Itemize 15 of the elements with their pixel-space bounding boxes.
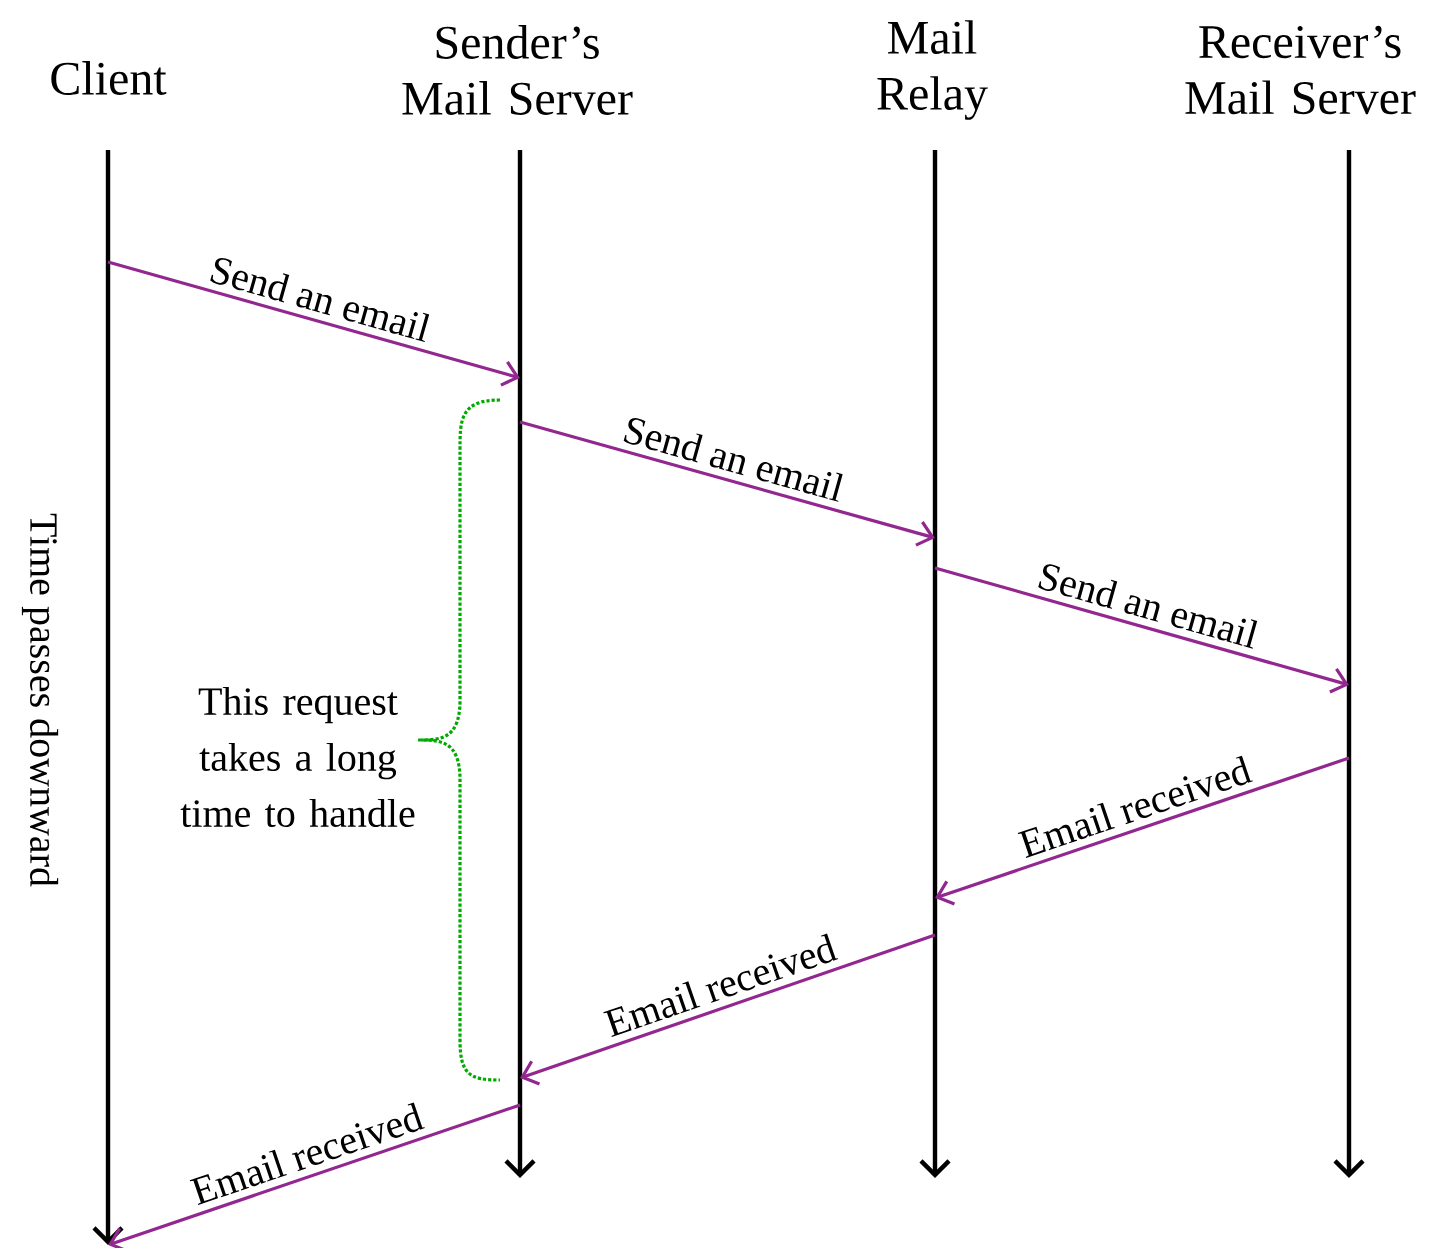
message-arrow [108, 1103, 521, 1248]
participant-label: Sender’s Mail Server [402, 25, 633, 115]
message-arrow [107, 260, 520, 387]
participant-label: Client [51, 61, 167, 95]
annotation-text: This request takes a long time to handle [180, 686, 415, 828]
edge-label: Send an email [210, 257, 430, 343]
annotation-text: Time passes downward [21, 513, 59, 887]
participant-label: Mail Relay [877, 20, 988, 120]
message-arrow [520, 933, 936, 1086]
message-arrow [519, 420, 935, 547]
message-arrow [934, 566, 1349, 694]
edge-label: Send an email [623, 418, 843, 502]
participant-label: Receiver’s Mail Server [1185, 25, 1416, 115]
edge-label: Send an email [1038, 564, 1258, 649]
message-arrow [935, 756, 1350, 906]
